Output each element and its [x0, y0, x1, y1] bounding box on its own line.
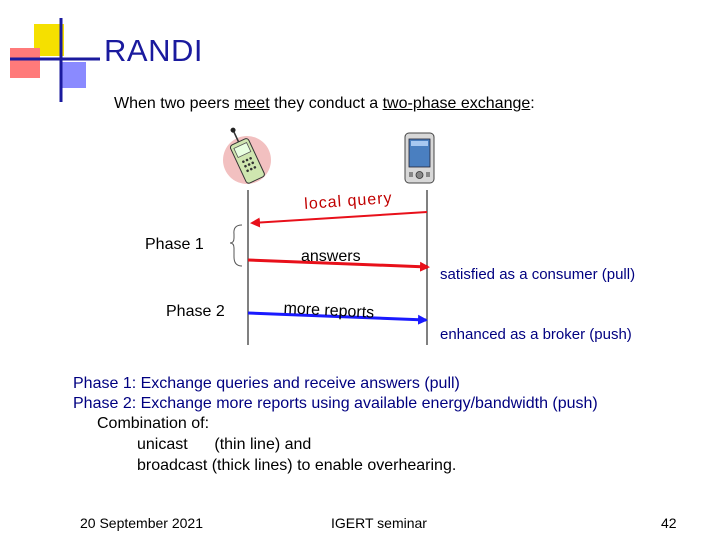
answers-arrow [247, 258, 430, 272]
intro-before: When two peers [114, 95, 235, 112]
intro-text: When two peers meet they conduct a two-p… [114, 95, 535, 113]
push-note: enhanced as a broker (push) [440, 326, 632, 343]
slide-title: RANDI [104, 33, 203, 68]
body-line-phase1: Phase 1: Exchange queries and receive an… [73, 375, 460, 392]
body-line-phase2: Phase 2: Exchange more reports using ava… [73, 395, 598, 412]
intro-middle: they conduct a [269, 95, 383, 112]
logo-squares [10, 18, 100, 102]
intro-two-phase: two-phase exchange [382, 95, 531, 112]
pull-note: satisfied as a consumer (pull) [440, 266, 636, 283]
cellphone-icon [223, 127, 271, 184]
intro-after: : [530, 95, 535, 112]
intro-meet: meet [234, 95, 270, 112]
local-query-arrow [250, 211, 428, 228]
answers-label: answers [301, 248, 361, 265]
body-line-unicast: unicast (thin line) and [137, 436, 312, 453]
phase2-label: Phase 2 [166, 303, 225, 320]
phase1-brace [229, 224, 243, 267]
body-line-combination: Combination of: [97, 415, 210, 432]
footer-page-number: 42 [661, 515, 677, 531]
footer-center: IGERT seminar [331, 515, 427, 531]
pda-icon [404, 132, 435, 184]
phase1-label: Phase 1 [145, 236, 204, 253]
more-reports-arrow [247, 311, 428, 325]
footer-date: 20 September 2021 [80, 515, 203, 531]
body-line-broadcast: broadcast (thick lines) to enable overhe… [137, 457, 457, 474]
